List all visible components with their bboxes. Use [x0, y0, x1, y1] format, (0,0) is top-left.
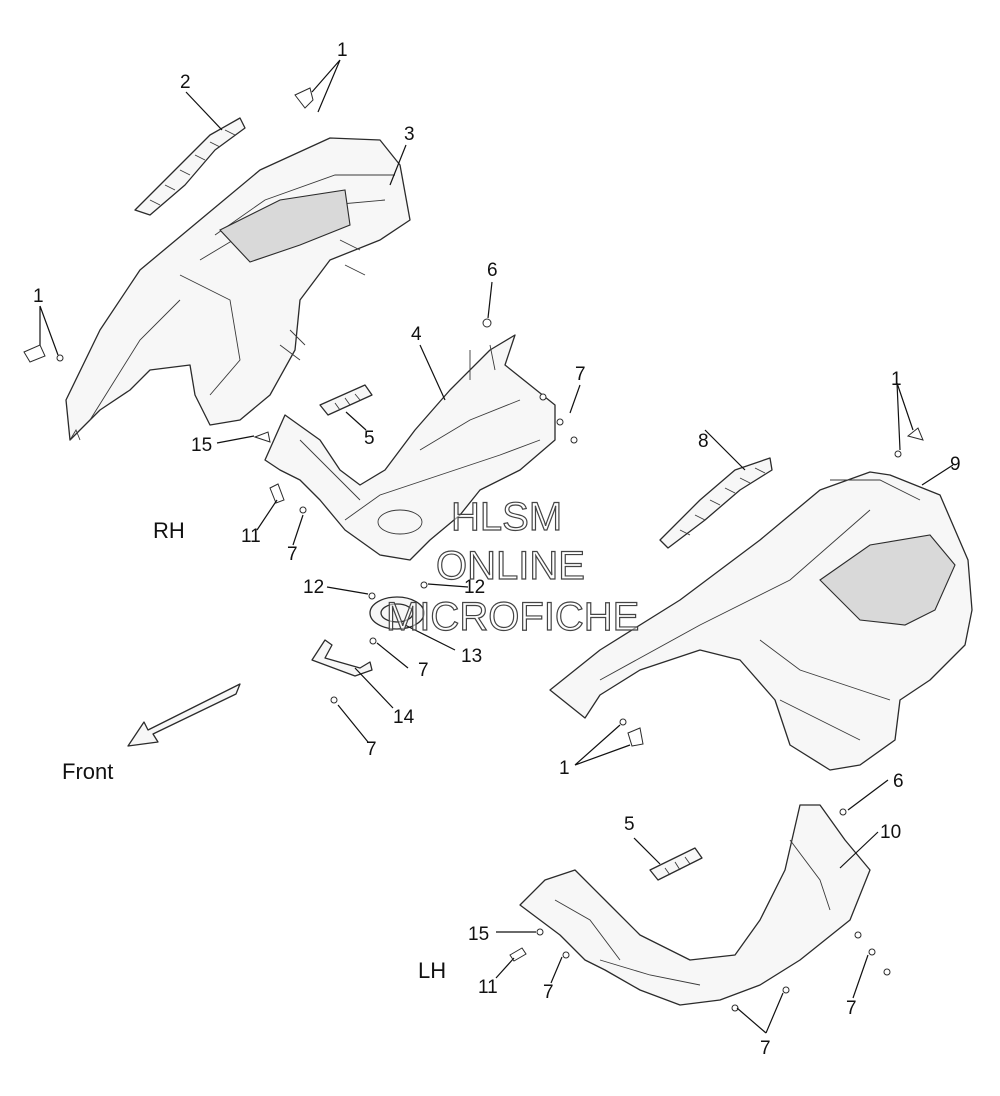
part-9-lh-side-panel — [549, 471, 973, 771]
part-4-rh-lower-panel — [264, 334, 556, 561]
lh-label: LH — [418, 958, 446, 983]
callout-7: 7 — [418, 660, 429, 681]
callout-7: 7 — [846, 998, 857, 1019]
callout-8: 8 — [698, 431, 709, 452]
front-label: Front — [62, 759, 113, 784]
watermark: HLSM ONLINE MICROFICHE — [385, 494, 640, 639]
callout-1: 1 — [337, 40, 348, 61]
side-labels: RH LH Front — [62, 518, 446, 983]
callout-11: 11 — [241, 526, 261, 547]
callout-1: 1 — [559, 758, 570, 779]
watermark-line-2: ONLINE — [436, 544, 585, 588]
callouts: 1 2 3 1 6 4 7 5 15 11 7 12 12 13 7 14 7 … — [33, 40, 961, 1059]
callout-1: 1 — [33, 286, 44, 307]
callout-7: 7 — [366, 739, 377, 760]
rh-label: RH — [153, 518, 185, 543]
watermark-line-3: MICROFICHE — [386, 595, 639, 639]
part-14-bracket — [311, 639, 373, 677]
callout-7: 7 — [575, 364, 586, 385]
watermark-line-1: HLSM — [451, 495, 562, 539]
callout-15: 15 — [468, 924, 489, 945]
callout-7: 7 — [543, 982, 554, 1003]
part-8-lh-vent — [659, 457, 773, 549]
callout-14: 14 — [393, 707, 415, 728]
callout-1: 1 — [891, 369, 902, 390]
callout-4: 4 — [411, 324, 422, 345]
front-direction-arrow — [127, 683, 241, 747]
part-10-lh-lower-panel — [519, 804, 871, 1006]
callout-6: 6 — [487, 260, 498, 281]
callout-11: 11 — [478, 977, 498, 998]
part-5-lh-handle — [649, 847, 703, 881]
leader-lines — [39, 59, 954, 1034]
part-13-ring — [369, 596, 425, 630]
callout-10: 10 — [880, 822, 901, 843]
callout-7: 7 — [287, 544, 298, 565]
callout-9: 9 — [950, 454, 961, 475]
callout-5: 5 — [624, 814, 635, 835]
callout-7: 7 — [760, 1038, 771, 1059]
callout-6: 6 — [893, 771, 904, 792]
part-2-rh-vent — [134, 117, 246, 216]
part-3-rh-side-panel — [65, 137, 411, 441]
part-5-rh-handle — [319, 384, 373, 416]
callout-2: 2 — [180, 72, 191, 93]
callout-13: 13 — [461, 646, 482, 667]
callout-15: 15 — [191, 435, 212, 456]
callout-3: 3 — [404, 124, 415, 145]
callout-5: 5 — [364, 428, 375, 449]
callout-12: 12 — [464, 577, 485, 598]
callout-12: 12 — [303, 577, 324, 598]
